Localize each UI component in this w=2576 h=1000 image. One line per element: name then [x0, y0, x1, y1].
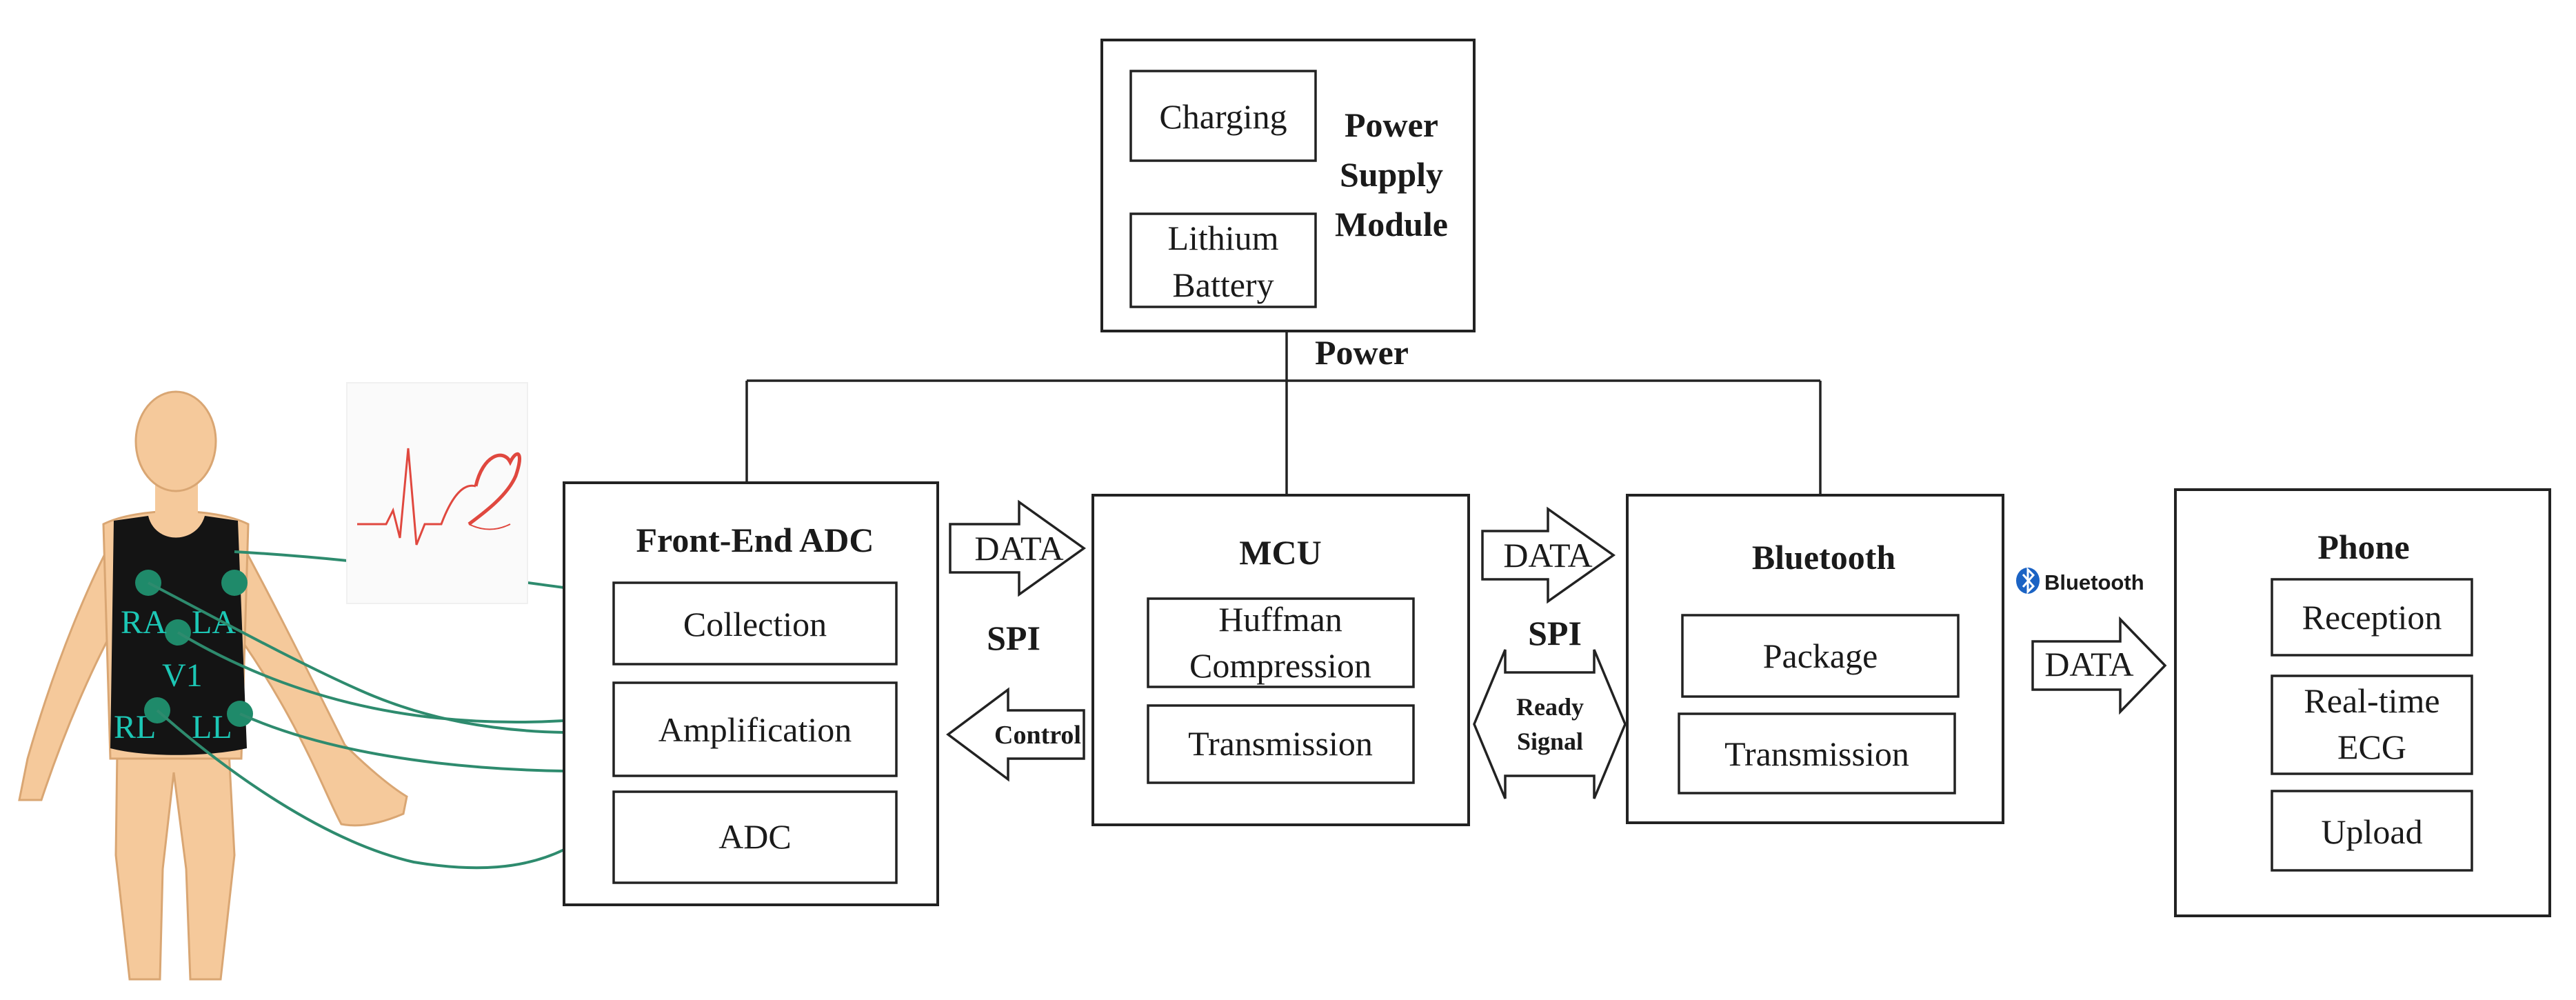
phone-title: Phone	[2317, 528, 2409, 566]
battery-label-line2: Battery	[1172, 266, 1274, 304]
data-arrow-left	[949, 499, 1087, 597]
adc-label: ADC	[718, 817, 792, 856]
reception-label: Reception	[2302, 598, 2442, 637]
bt-transmission-box	[1678, 712, 1956, 794]
control-arrow	[946, 687, 1085, 782]
data-arrow-right	[1481, 506, 1616, 604]
power-lines	[745, 331, 1822, 495]
ready-signal-arrow	[1473, 649, 1627, 799]
charging-box	[1129, 70, 1317, 162]
spi-left-link: DATA SPI Control	[946, 499, 1087, 782]
mcu-transmission-label: Transmission	[1188, 724, 1373, 763]
charging-label: Charging	[1159, 97, 1287, 136]
mcu-title: MCU	[1239, 533, 1321, 572]
data-label-right: DATA	[1503, 536, 1592, 574]
control-label: Control	[994, 721, 1081, 750]
electrode-label-rl: RL	[114, 709, 156, 746]
mcu-module: MCU Huffman Compression Transmission	[1091, 494, 1470, 826]
huffman-label-line1: Huffman	[1218, 600, 1342, 639]
upload-box	[2271, 790, 2473, 872]
bluetooth-title: Bluetooth	[1752, 538, 1896, 577]
electrode-label-v1: V1	[162, 657, 203, 694]
power-supply-module: Charging Lithium Battery Power Supply Mo…	[1100, 39, 1476, 332]
upload-label: Upload	[2321, 812, 2422, 851]
bt-data-label: DATA	[2044, 645, 2133, 683]
ready-label-line1: Ready	[1516, 693, 1584, 721]
ready-label-line2: Signal	[1517, 728, 1583, 755]
reception-box	[2271, 578, 2473, 657]
collection-label: Collection	[683, 605, 827, 643]
adc-box	[612, 790, 898, 884]
power-module-title-line3: Module	[1335, 205, 1448, 243]
electrode-la	[221, 570, 248, 596]
phone-module: Phone Reception Real-time ECG Upload	[2174, 488, 2551, 917]
amplification-box	[612, 681, 898, 777]
spi-label-left: SPI	[987, 619, 1040, 657]
spi-right-link: DATA SPI Ready Signal	[1473, 506, 1627, 799]
realtime-label-line1: Real-time	[2304, 681, 2439, 720]
amplification-label: Amplification	[658, 710, 852, 749]
bluetooth-logo-text: Bluetooth	[2044, 570, 2144, 594]
collection-box	[612, 581, 898, 666]
battery-label-line1: Lithium	[1167, 219, 1278, 257]
bluetooth-link: Bluetooth DATA	[2016, 567, 2167, 715]
bt-data-arrow	[2031, 616, 2167, 715]
ecg-heart-icon	[346, 382, 528, 604]
realtime-label-line2: ECG	[2337, 728, 2406, 766]
data-label-left: DATA	[974, 529, 1063, 568]
package-label: Package	[1763, 637, 1878, 675]
huffman-label-line2: Compression	[1189, 646, 1371, 685]
bluetooth-module: Bluetooth Package Transmission	[1626, 494, 2004, 824]
mcu-transmission-box	[1147, 704, 1415, 784]
power-module-title-line2: Supply	[1340, 155, 1443, 194]
electrode-label-ra: RA	[121, 604, 167, 641]
battery-box	[1129, 212, 1317, 308]
electrode-label-ll: LL	[192, 709, 232, 746]
realtime-ecg-box	[2271, 674, 2473, 775]
bluetooth-icon	[2016, 567, 2040, 594]
front-end-adc-module: Front-End ADC Collection Amplification A…	[563, 481, 939, 906]
huffman-box	[1147, 597, 1415, 688]
package-box	[1681, 614, 1960, 698]
power-module-title-line1: Power	[1345, 106, 1438, 144]
bt-transmission-label: Transmission	[1724, 734, 1909, 773]
power-label: Power	[1315, 333, 1409, 372]
spi-label-right: SPI	[1528, 614, 1582, 652]
front-end-title: Front-End ADC	[636, 521, 874, 559]
